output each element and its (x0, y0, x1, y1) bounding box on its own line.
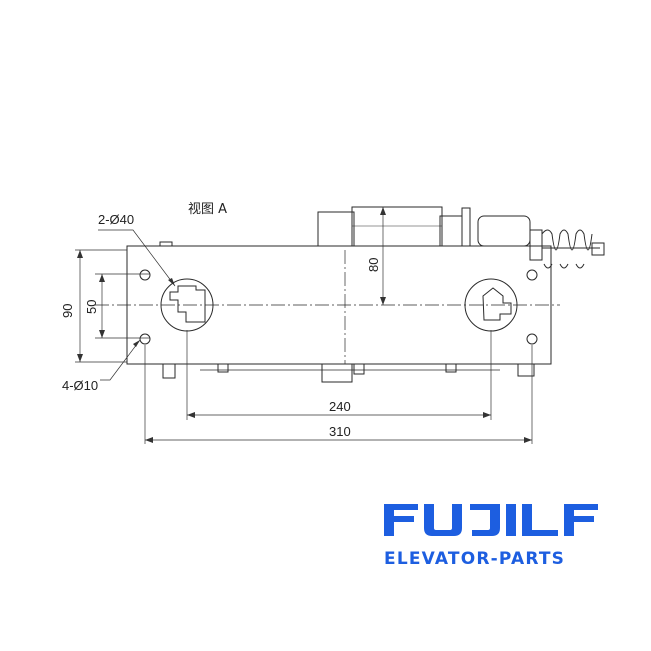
right-cam-detail (482, 287, 512, 321)
bottom-bolt-2 (217, 363, 229, 373)
bottom-bolt-5 (517, 363, 535, 377)
bottom-bolt-1 (162, 363, 176, 379)
small-hole-bottom-left (139, 333, 151, 345)
small-hole-top-right (526, 269, 538, 281)
spring-assembly (529, 229, 605, 269)
bottom-bolt-center (321, 363, 353, 383)
solenoid-body-main (351, 206, 443, 247)
solenoid-body-right (439, 215, 463, 247)
connector-block (477, 215, 531, 247)
small-hole-top-left (139, 269, 151, 281)
small-hole-bottom-right (526, 333, 538, 345)
top-clip-left (159, 241, 173, 247)
bottom-bolt-4 (445, 363, 457, 373)
dim-overall-width: 310 (329, 424, 351, 439)
dim-hole-small: 4-Ø10 (62, 378, 98, 393)
dim-height-overall: 90 (60, 304, 75, 318)
dim-housing-height: 80 (366, 258, 381, 272)
dim-hole-large: 2-Ø40 (98, 212, 134, 227)
dim-height-holes: 50 (84, 300, 99, 314)
dim-hole-spacing: 240 (329, 399, 351, 414)
fujilf-logo (384, 504, 598, 536)
solenoid-body-left (317, 211, 355, 247)
left-cam-detail (169, 285, 206, 323)
brand-tagline: ELEVATOR-PARTS (384, 549, 566, 569)
terminal-post (461, 207, 471, 247)
view-label: 视图 A (188, 202, 227, 217)
bottom-bolt-3 (353, 363, 365, 375)
